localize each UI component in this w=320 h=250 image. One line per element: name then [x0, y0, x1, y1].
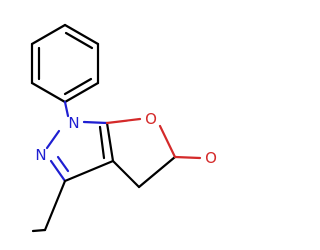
bond [30, 81, 67, 104]
bond [63, 81, 100, 104]
bond-c6a-o [105, 117, 142, 125]
bond-c3a-c6a [105, 121, 115, 163]
bond-c3a-c6a-double [98, 125, 106, 160]
bond-n2-c3 [49, 159, 67, 183]
bond-c4-c3a [111, 159, 141, 189]
bond-inner [63, 77, 93, 96]
bond [31, 228, 47, 233]
bond-o-c5 [158, 124, 177, 159]
bond-c5-o-carbonyl [173, 155, 202, 160]
atom-n1: N [68, 114, 79, 132]
furanone-ring [105, 117, 202, 189]
bond-n2-c3-double [56, 155, 70, 173]
pyrazole-ring [43, 120, 115, 232]
atom-o-ring: O [145, 110, 157, 128]
bond-c6a-n1 [82, 120, 109, 125]
bond-phenyl-n1 [63, 100, 70, 118]
bond-c3-c3a [63, 159, 115, 183]
bond-n1-n2 [45, 129, 61, 150]
bond [63, 23, 100, 46]
bond-c5-c4 [137, 155, 177, 189]
molecule-structure: N N O O [30, 23, 217, 233]
phenyl-ring [30, 23, 100, 104]
bond-inner [64, 31, 94, 50]
atom-o-carbonyl: O [205, 149, 217, 167]
bond-c3-methyl [43, 179, 67, 232]
atom-n2: N [35, 146, 46, 164]
bond [30, 23, 67, 46]
structure-canvas: N N O O [30, 23, 217, 233]
